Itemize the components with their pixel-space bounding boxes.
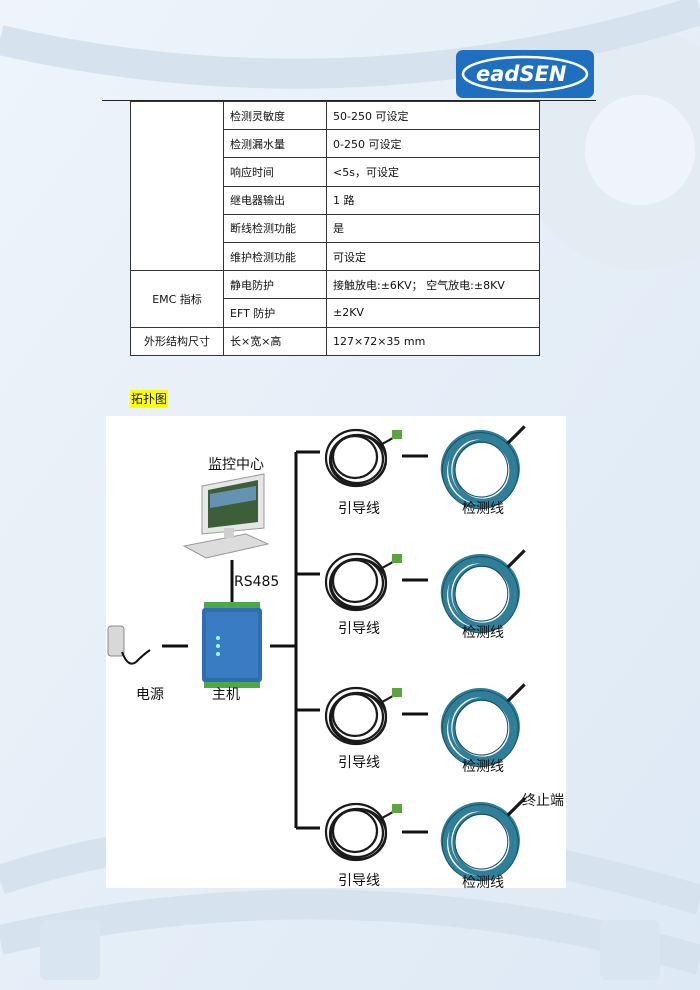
- host-device-icon: [202, 602, 262, 688]
- table-cell-label: 静电防护: [223, 270, 327, 300]
- topology-diagram: 监控中心 RS485 电源 主机 引导线 检测线 引导线 检测线 引导线 检测线…: [106, 416, 566, 891]
- monitor-center-label: 监控中心: [208, 457, 264, 473]
- sense-wire-coil-icon: [440, 682, 527, 769]
- lead-wire-label: 引导线: [338, 755, 380, 771]
- lead-wire-label: 引导线: [338, 873, 380, 889]
- table-cell-label: EFT 防护: [223, 298, 327, 328]
- power-label: 电源: [136, 687, 164, 703]
- table-cell-value: 可设定: [326, 241, 540, 272]
- sense-wire-label: 检测线: [462, 875, 504, 891]
- lead-wire-coil-icon: [324, 552, 404, 612]
- power-adapter-icon: [107, 625, 151, 665]
- table-cell-label: 检测灵敏度: [223, 100, 327, 131]
- table-cell-label: 响应时间: [223, 157, 327, 187]
- sense-wire-coil-icon: [440, 796, 527, 883]
- table-cell-label: 维护检测功能: [223, 241, 327, 272]
- lead-wire-label: 引导线: [338, 501, 380, 517]
- logo-text: eadSEN: [476, 62, 567, 86]
- table-cell-value: 127×72×35 mm: [326, 326, 540, 356]
- sense-wire-coil-icon: [440, 548, 527, 635]
- sense-wire-coil-icon: [440, 424, 527, 511]
- sense-wire-label: 检测线: [462, 625, 504, 641]
- table-cell-value: 是: [326, 213, 540, 243]
- table-cell-value: <5s，可设定: [326, 157, 540, 187]
- rs485-label: RS485: [234, 574, 280, 590]
- table-row: EFT 防护 ±2KV: [131, 298, 540, 328]
- topology-graphics: [107, 424, 527, 883]
- table-cell-value: 1 路: [326, 185, 540, 215]
- table-row: EMC 指标 静电防护 接触放电:±6KV； 空气放电:±8KV: [130, 270, 540, 328]
- computer-icon: [182, 473, 270, 559]
- host-label: 主机: [212, 687, 240, 703]
- lead-wire-label: 引导线: [338, 621, 380, 637]
- lead-wire-coil-icon: [324, 802, 404, 862]
- table-row: 断线检测功能 是: [131, 213, 540, 243]
- header-rule: [102, 100, 596, 101]
- lead-wire-coil-icon: [324, 428, 404, 488]
- sense-wire-label: 检测线: [462, 759, 504, 775]
- table-cell-value: 50-250 可设定: [326, 100, 540, 131]
- table-cell-group: 外形结构尺寸: [130, 326, 224, 356]
- spec-table: 检测灵敏度 50-250 可设定 检测漏水量 0-250 可设定 响应时间 <5…: [130, 100, 540, 356]
- table-cell-value: 接触放电:±6KV； 空气放电:±8KV: [326, 270, 540, 300]
- terminator-label: 终止端: [522, 793, 564, 809]
- topology-title: 拓扑图: [130, 390, 169, 408]
- table-row: 检测灵敏度 50-250 可设定: [130, 100, 540, 272]
- lead-wire-coil-icon: [324, 686, 404, 746]
- leadsen-logo: eadSEN: [456, 50, 594, 98]
- table-row: 外形结构尺寸 长×宽×高 127×72×35 mm: [130, 326, 540, 356]
- table-cell-value: ±2KV: [326, 298, 540, 328]
- table-cell-group: EMC 指标: [130, 270, 224, 328]
- table-cell-label: 检测漏水量: [223, 129, 327, 159]
- table-cell-value: 0-250 可设定: [326, 129, 540, 159]
- table-cell-label: 继电器输出: [223, 185, 327, 215]
- table-cell-label: 断线检测功能: [223, 213, 327, 243]
- table-row: 维护检测功能 可设定: [131, 241, 540, 272]
- table-cell-group-empty: [130, 100, 224, 272]
- table-cell-label: 长×宽×高: [223, 326, 327, 356]
- sense-wire-label: 检测线: [462, 501, 504, 517]
